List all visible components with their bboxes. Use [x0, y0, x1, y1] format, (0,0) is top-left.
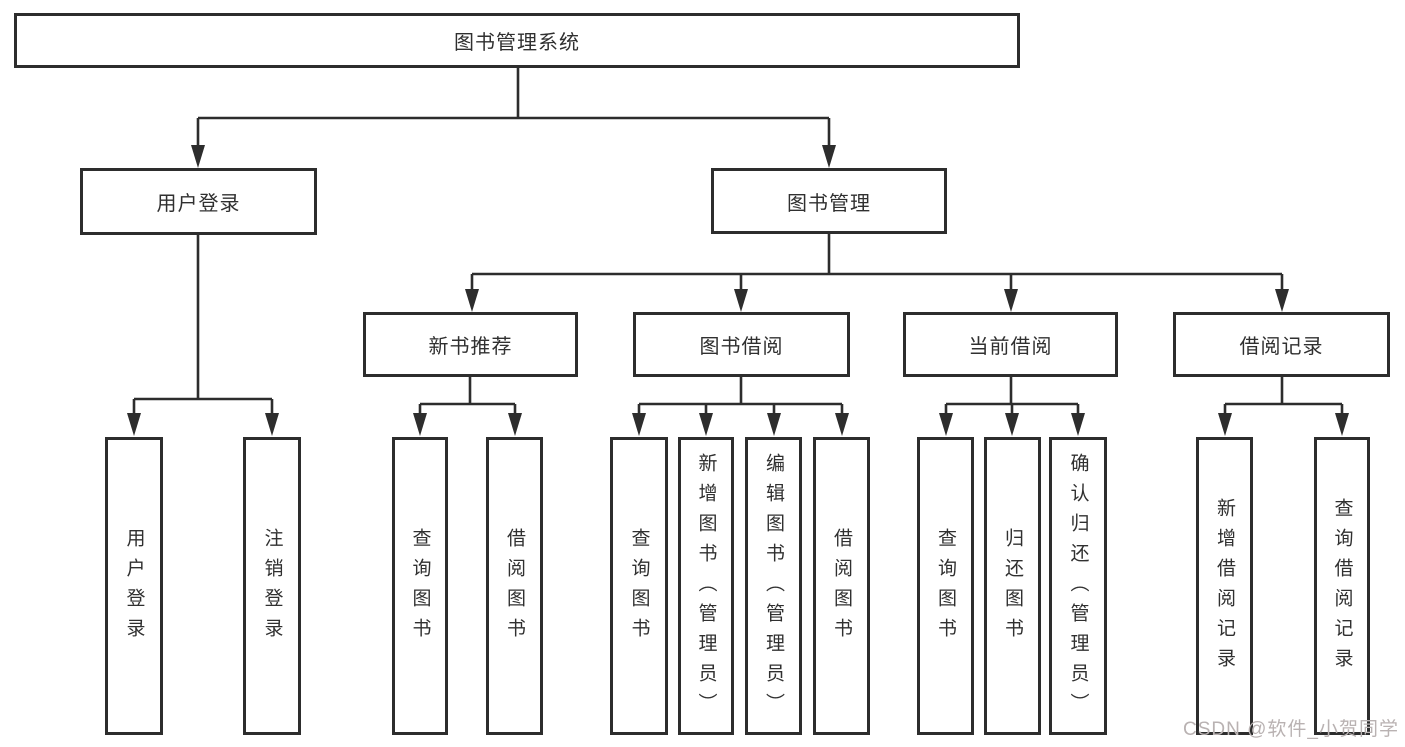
arrow-down-icon	[939, 413, 953, 436]
arrow-down-icon	[1218, 413, 1232, 436]
node-leaf-return-books: 归还图书	[984, 437, 1041, 735]
node-leaf-user-login: 用户登录	[105, 437, 163, 735]
node-leaf-borrow-books-borrowing: 借阅图书	[813, 437, 870, 735]
node-leaf-query-borrow-record: 查询借阅记录	[1314, 437, 1370, 735]
arrow-down-icon	[822, 145, 836, 168]
node-leaf-query-books-recommend: 查询图书	[392, 437, 448, 735]
arrow-down-icon	[127, 413, 141, 436]
node-user-login-branch: 用户登录	[80, 168, 317, 235]
arrow-down-icon	[508, 413, 522, 436]
arrow-down-icon	[1275, 289, 1289, 312]
node-book-management: 图书管理	[711, 168, 947, 234]
node-leaf-logout: 注销登录	[243, 437, 301, 735]
arrow-down-icon	[1071, 413, 1085, 436]
arrow-down-icon	[835, 413, 849, 436]
arrow-down-icon	[734, 289, 748, 312]
arrow-down-icon	[191, 145, 205, 168]
node-leaf-borrow-books-recommend: 借阅图书	[486, 437, 543, 735]
arrow-down-icon	[632, 413, 646, 436]
arrow-down-icon	[1004, 289, 1018, 312]
node-book-borrowing: 图书借阅	[633, 312, 850, 377]
node-leaf-add-book-admin: 新增图书（管理员）	[678, 437, 734, 735]
node-leaf-confirm-return-admin: 确认归还（管理员）	[1049, 437, 1107, 735]
arrow-down-icon	[699, 413, 713, 436]
arrow-down-icon	[1335, 413, 1349, 436]
csdn-watermark: CSDN @软件_小贺同学	[1183, 719, 1399, 740]
arrow-down-icon	[265, 413, 279, 436]
arrow-down-icon	[767, 413, 781, 436]
node-leaf-query-books-borrowing: 查询图书	[610, 437, 668, 735]
tree-connector-path	[132, 68, 1344, 416]
node-new-book-recommend: 新书推荐	[363, 312, 578, 377]
arrow-down-icon	[413, 413, 427, 436]
node-borrowing-records: 借阅记录	[1173, 312, 1390, 377]
node-leaf-add-borrow-record: 新增借阅记录	[1196, 437, 1253, 735]
node-root-system: 图书管理系统	[14, 13, 1020, 68]
arrow-down-icon	[465, 289, 479, 312]
node-current-borrowing: 当前借阅	[903, 312, 1118, 377]
node-leaf-query-books-current: 查询图书	[917, 437, 974, 735]
node-leaf-edit-book-admin: 编辑图书（管理员）	[745, 437, 802, 735]
arrow-down-icon	[1005, 413, 1019, 436]
